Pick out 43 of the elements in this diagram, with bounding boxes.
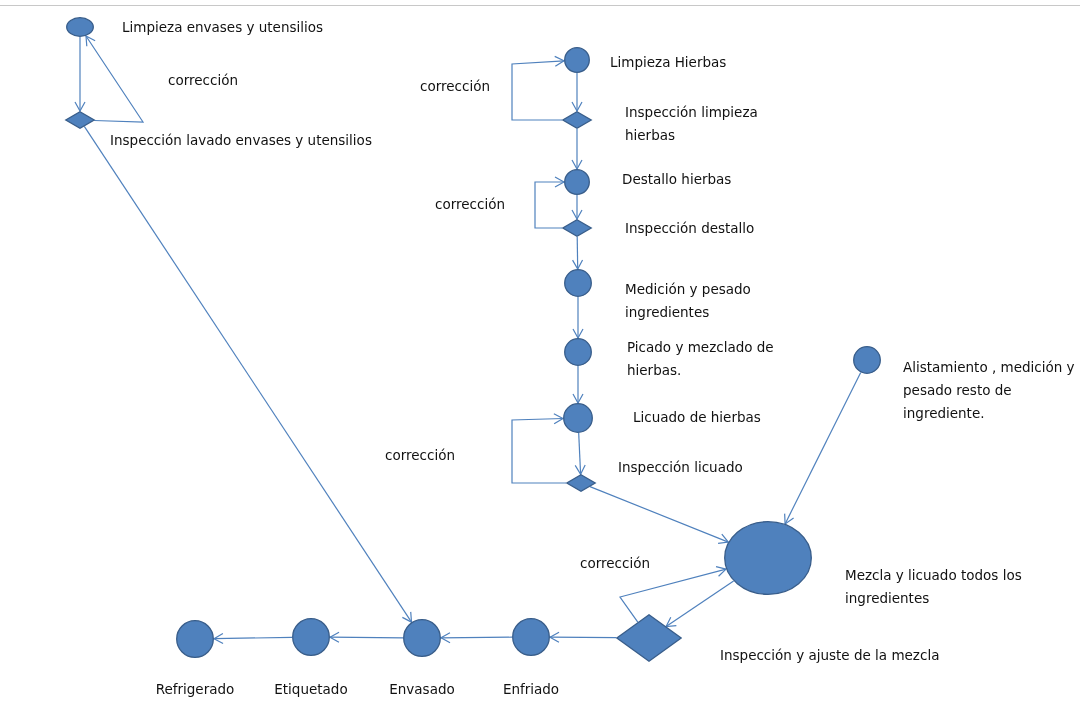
flow-arrow bbox=[329, 631, 404, 643]
step-label: Medición y pesado ingredientes bbox=[625, 280, 752, 322]
flow-arrow bbox=[511, 55, 565, 121]
flow-arrow bbox=[571, 128, 583, 170]
flow-arrow bbox=[589, 486, 729, 544]
flow-arrow bbox=[213, 632, 293, 645]
flow-arrow bbox=[83, 125, 413, 623]
edge-label: corrección bbox=[383, 447, 457, 463]
edge-label: corrección bbox=[578, 555, 652, 571]
step-label: Inspección destallo bbox=[625, 219, 756, 238]
step-label: Enfriado bbox=[501, 680, 561, 699]
flow-arrow bbox=[440, 632, 513, 644]
step-label: Refrigerado bbox=[154, 680, 236, 699]
step-label: Inspección y ajuste de la mezcla bbox=[720, 646, 941, 665]
flow-arrow bbox=[85, 35, 145, 123]
step-label: Inspección lavado envases y utensilios bbox=[110, 131, 373, 150]
flow-arrow bbox=[572, 365, 584, 404]
flow-arrow bbox=[549, 631, 617, 643]
step-label: Mezcla y licuado todos los ingredientes bbox=[845, 566, 1023, 608]
step-label: Envasado bbox=[388, 680, 456, 699]
flow-arrow bbox=[571, 236, 584, 270]
flow-arrow bbox=[511, 413, 567, 484]
step-label: Limpieza envases y utensilios bbox=[122, 18, 325, 37]
flow-arrow bbox=[74, 36, 86, 112]
step-label: Picado y mezclado de hierbas. bbox=[627, 338, 775, 380]
flow-arrow bbox=[534, 176, 565, 229]
flow-arrow bbox=[572, 296, 584, 339]
step-label: Inspección limpieza hierbas bbox=[625, 103, 759, 145]
flow-arrow bbox=[665, 580, 735, 628]
flow-arrow bbox=[571, 194, 583, 220]
edge-label: corrección bbox=[418, 78, 492, 94]
flow-arrow bbox=[619, 565, 727, 623]
step-label: Limpieza Hierbas bbox=[610, 53, 728, 72]
step-label: Alistamiento , medición y pesado resto de ingrediente. bbox=[903, 358, 1076, 423]
step-label: Destallo hierbas bbox=[622, 170, 733, 189]
flow-arrow bbox=[571, 72, 583, 112]
flow-arrow bbox=[784, 371, 862, 525]
flow-arrow bbox=[574, 432, 586, 475]
step-label: Licuado de hierbas bbox=[633, 408, 762, 427]
step-label: Inspección licuado bbox=[618, 458, 744, 477]
edge-label: corrección bbox=[433, 196, 507, 212]
step-label: Etiquetado bbox=[273, 680, 349, 699]
edge-label: corrección bbox=[166, 72, 240, 88]
